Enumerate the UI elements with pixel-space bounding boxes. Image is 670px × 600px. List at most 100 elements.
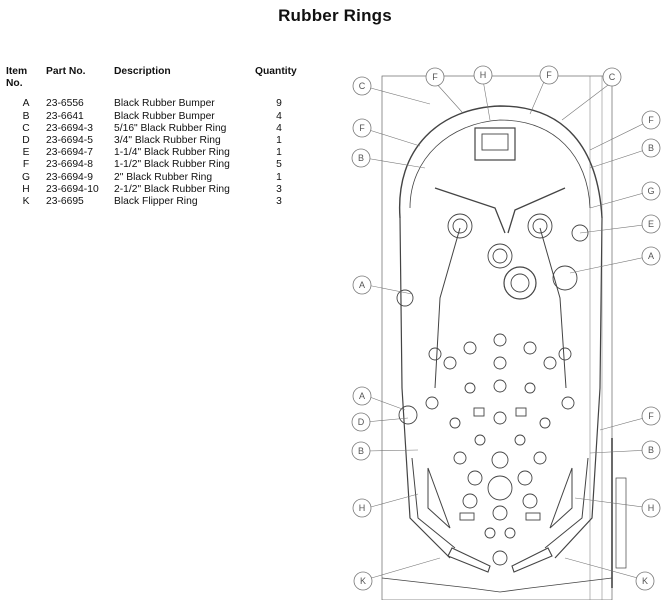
callout-label: B	[358, 446, 364, 456]
quantity-cell: 5	[276, 159, 282, 171]
description-cell: 1-1/2" Black Rubber Ring	[114, 159, 230, 171]
callout-c: C	[602, 67, 622, 87]
table-row: A 23-6556 Black Rubber Bumper 9	[6, 98, 303, 110]
quantity-cell: 4	[276, 110, 282, 122]
callout-b: B	[641, 138, 661, 158]
callout-h: H	[473, 65, 493, 85]
header-item: Item No.	[6, 66, 46, 90]
part-no-cell: 23-6556	[46, 98, 84, 110]
part-no-cell: 23-6694-3	[46, 122, 93, 134]
part-no-cell: 23-6641	[46, 110, 84, 122]
callout-label: F	[546, 70, 552, 80]
description-cell: Black Flipper Ring	[114, 196, 198, 208]
callout-label: A	[359, 391, 365, 401]
callout-label: F	[648, 411, 654, 421]
table-row: C 23-6694-3 5/16" Black Rubber Ring 4	[6, 123, 303, 135]
callout-h: H	[352, 498, 372, 518]
description-cell: Black Rubber Bumper	[114, 98, 215, 110]
description-cell: 2-1/2" Black Rubber Ring	[114, 183, 230, 195]
part-no-cell: 23-6694-9	[46, 171, 93, 183]
callout-c: C	[352, 76, 372, 96]
callout-label: A	[359, 280, 365, 290]
part-no-cell: 23-6694-7	[46, 147, 93, 159]
callout-label: K	[360, 576, 366, 586]
item-cell: D	[22, 135, 30, 147]
callout-e: E	[641, 214, 661, 234]
callout-b: B	[641, 440, 661, 460]
callout-label: G	[647, 186, 654, 196]
parts-table: Item No. Part No. Description Quantity A…	[6, 66, 303, 208]
item-cell: C	[22, 122, 30, 134]
description-cell: 3/4" Black Rubber Ring	[114, 135, 221, 147]
callout-label: B	[648, 143, 654, 153]
quantity-cell: 1	[276, 147, 282, 159]
callout-label: C	[609, 72, 616, 82]
callout-k: K	[353, 571, 373, 591]
callout-d: D	[351, 412, 371, 432]
table-row: H 23-6694-10 2-1/2" Black Rubber Ring 3	[6, 184, 303, 196]
description-cell: 1-1/4" Black Rubber Ring	[114, 147, 230, 159]
callout-label: H	[359, 503, 366, 513]
callout-label: H	[648, 503, 655, 513]
callout-a: A	[352, 275, 372, 295]
table-row: G 23-6694-9 2" Black Rubber Ring 1	[6, 172, 303, 184]
callout-group: C F H F C F F B B G E A A A F D B B H H K K	[351, 65, 661, 591]
callout-a: A	[641, 246, 661, 266]
quantity-cell: 3	[276, 196, 282, 208]
callout-h: H	[641, 498, 661, 518]
playfield-drawing: C F H F C F F B B G E A A A F D B B H H K K	[351, 65, 661, 600]
callout-label: F	[432, 72, 438, 82]
callout-label: E	[648, 219, 654, 229]
callout-f: F	[641, 110, 661, 130]
callout-label: C	[359, 81, 366, 91]
callout-label: F	[648, 115, 654, 125]
callout-g: G	[641, 181, 661, 201]
header-item-sub-label: No.	[6, 78, 23, 90]
quantity-cell: 9	[276, 98, 282, 110]
part-no-cell: 23-6695	[46, 196, 84, 208]
item-cell: B	[22, 110, 30, 122]
callout-f: F	[425, 67, 445, 87]
callout-b: B	[351, 441, 371, 461]
description-cell: Black Rubber Bumper	[114, 110, 215, 122]
callout-f: F	[641, 406, 661, 426]
quantity-cell: 1	[276, 135, 282, 147]
callout-label: D	[358, 417, 365, 427]
playfield-diagram: C F H F C F F B B G E A A A F D B B H H K K	[340, 58, 670, 600]
header-item-label: Item	[6, 66, 28, 77]
quantity-cell: 1	[276, 171, 282, 183]
callout-label: B	[358, 153, 364, 163]
callout-f: F	[539, 65, 559, 85]
playfield-outline	[381, 75, 627, 600]
callout-label: K	[642, 576, 648, 586]
part-no-cell: 23-6694-8	[46, 159, 93, 171]
item-cell: E	[22, 147, 30, 159]
item-cell: K	[22, 196, 30, 208]
quantity-cell: 4	[276, 122, 282, 134]
callout-label: A	[648, 251, 654, 261]
item-cell: G	[21, 171, 30, 183]
callout-b: B	[351, 148, 371, 168]
description-cell: 5/16" Black Rubber Ring	[114, 122, 227, 134]
part-no-cell: 23-6694-10	[46, 183, 99, 195]
callout-k: K	[635, 571, 655, 591]
part-no-cell: 23-6694-5	[46, 135, 93, 147]
table-row: E 23-6694-7 1-1/4" Black Rubber Ring 1	[6, 147, 303, 159]
callout-label: B	[648, 445, 654, 455]
parts-list: Item No. Part No. Description Quantity A…	[6, 66, 306, 208]
description-cell: 2" Black Rubber Ring	[114, 171, 213, 183]
callout-label: F	[359, 123, 365, 133]
table-row: K 23-6695 Black Flipper Ring 3	[6, 196, 303, 208]
callout-label: H	[480, 70, 487, 80]
callout-leaders	[364, 76, 652, 581]
header-part-no: Part No.	[46, 66, 86, 77]
item-cell: H	[22, 183, 30, 195]
callout-f: F	[352, 118, 372, 138]
page-title: Rubber Rings	[278, 6, 392, 25]
callout-a: A	[352, 386, 372, 406]
header-description: Description	[114, 66, 171, 77]
table-row: B 23-6641 Black Rubber Bumper 4	[6, 111, 303, 123]
quantity-cell: 3	[276, 183, 282, 195]
item-cell: A	[22, 98, 30, 110]
